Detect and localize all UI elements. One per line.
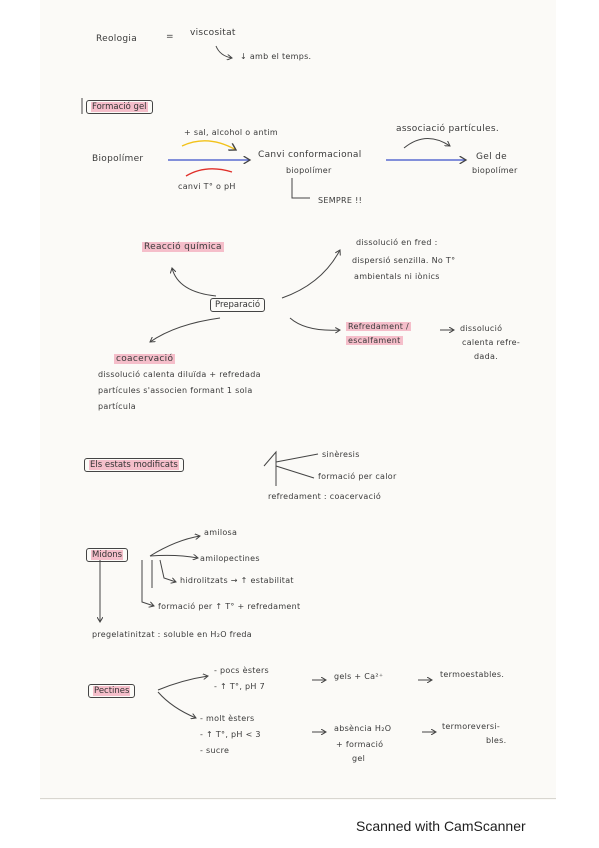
note-dissolucio-2: dissolució (460, 324, 503, 333)
note-reologia: Reologia (96, 34, 138, 44)
note-associacio: associació partícules. (396, 124, 499, 134)
note-formacio-tt: formació per ↑ T° + refredament (158, 602, 301, 611)
note-refredament-coacervacio: refredament : coacervació (268, 492, 382, 501)
note-particules-associen: partícules s'associen formant 1 sola (98, 386, 253, 395)
heading-formacio-gel: Formació gel (86, 100, 153, 114)
note-escalfament-text: escalfament (346, 336, 403, 345)
note-biopolimer: Biopolímer (92, 154, 144, 164)
note-poc-esters: - pocs èsters (214, 666, 270, 675)
note-sempre: SEMPRE !! (318, 196, 363, 205)
note-calenta-refre: calenta refre- (462, 338, 521, 347)
note-dispersio: dispersió senzilla. No T° (352, 256, 456, 265)
note-bles: bles. (486, 736, 507, 745)
note-formacio-gel-2: + formació (336, 740, 384, 749)
note-gel-de: Gel de (476, 152, 507, 162)
heading-midons-text: Midons (91, 550, 124, 560)
note-sinteresis: sinèresis (322, 450, 360, 459)
note-reaccio: Reacció química (142, 242, 224, 252)
note-biopolimer-3: biopolímer (472, 166, 518, 175)
page-edge (40, 798, 556, 799)
note-coacervacio-text: coacervació (114, 354, 176, 364)
note-gel-word: gel (352, 754, 366, 763)
note-termoestables: termoestables. (440, 670, 505, 679)
note-formacio-per-calor: formació per calor (318, 472, 397, 481)
note-tt-ph3: - ↑ T°, pH < 3 (200, 730, 261, 739)
heading-formacio-gel-text: Formació gel (91, 102, 148, 112)
note-dissolucio-fred: dissolució en fred : (356, 238, 438, 247)
note-ambientals: ambientals ni iònics (354, 272, 440, 281)
node-preparacio: Preparació (210, 298, 266, 312)
note-coacervacio: coacervació (114, 354, 176, 364)
scanned-page (40, 0, 556, 800)
note-sal-alcohol: + sal, alcohol o antim (184, 128, 278, 137)
note-termoreversi: termoreversi- (442, 722, 501, 731)
note-equals: = (166, 32, 174, 42)
note-canvi-t-ph: canvi T° o pH (178, 182, 236, 191)
heading-els-estats: Els estats modificats (84, 458, 184, 472)
note-canvi-conformacional: Canvi conformacional (258, 150, 362, 160)
note-amb-temps: ↓ amb el temps. (240, 52, 312, 61)
note-hidrolitzats: hidrolitzats → ↑ estabilitat (180, 576, 294, 585)
heading-pectines: Pectines (88, 684, 136, 698)
note-molt-esters: - molt èsters (200, 714, 255, 723)
note-refredament: Refredament / (346, 322, 412, 331)
note-escalfament: escalfament (346, 336, 403, 345)
note-biopolimer-2: biopolímer (286, 166, 332, 175)
note-tt-ph7: - ↑ T°, pH 7 (214, 682, 265, 691)
note-sucre: - sucre (200, 746, 230, 755)
note-absencia: absència H₂O (334, 724, 392, 733)
note-refredament-text: Refredament / (346, 322, 412, 331)
scanner-watermark: Scanned with CamScanner (356, 818, 526, 834)
note-viscositat: viscositat (190, 28, 236, 38)
note-amilopectines: amilopectines (200, 554, 260, 563)
heading-pectines-text: Pectines (93, 686, 131, 696)
note-gels-ca: gels + Ca²⁺ (334, 672, 384, 681)
heading-midons: Midons (86, 548, 129, 562)
heading-els-estats-text: Els estats modificats (89, 460, 179, 470)
note-particula: partícula (98, 402, 136, 411)
note-amilosa: amilosa (204, 528, 238, 537)
note-pregelatinitzat: pregelatinitzat : soluble en H₂O freda (92, 630, 252, 639)
note-reaccio-text: Reacció química (142, 242, 224, 252)
note-dissolucio-calenta: dissolució calenta diluïda + refredada (98, 370, 261, 379)
note-dada: dada. (474, 352, 499, 361)
